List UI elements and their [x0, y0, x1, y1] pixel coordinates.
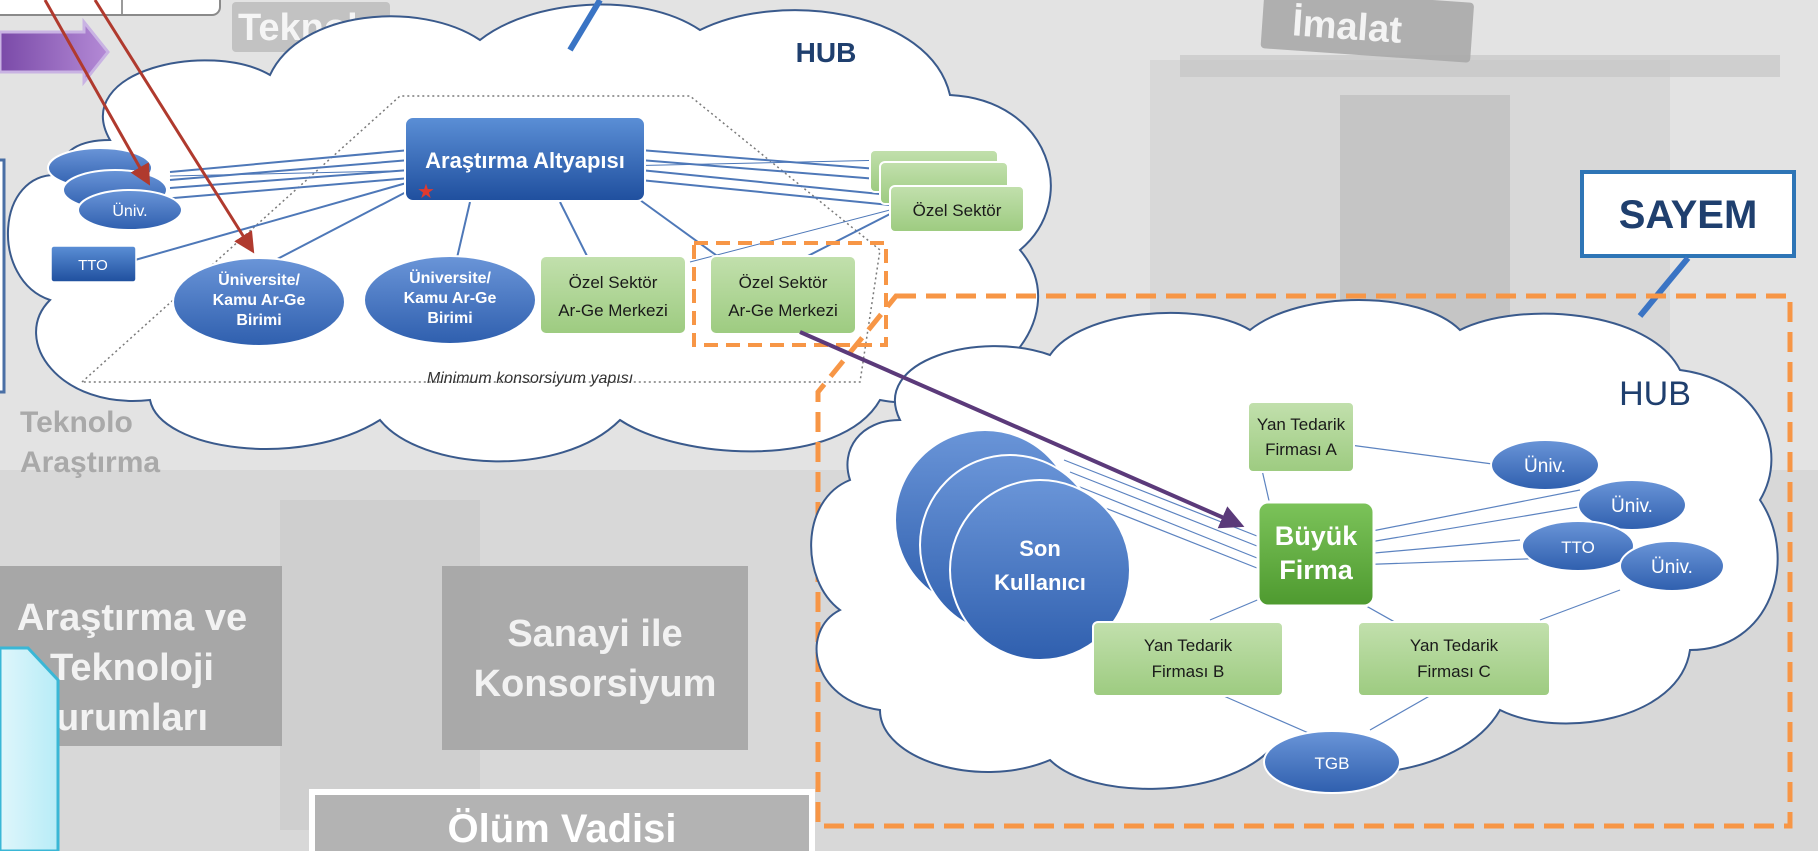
hub2-son-kullanici: Son Kullanıcı — [894, 429, 1131, 661]
hub1-ozel-rd-b-line2: Ar-Ge Merkezi — [728, 301, 838, 320]
red-arrow-univ — [43, 0, 151, 186]
hub2-univ-3 — [1619, 540, 1725, 592]
bg-olum-vadisi-box — [309, 789, 815, 851]
star-icon: ★ — [417, 181, 435, 203]
bg-arastirma-box-line3: urumları — [56, 697, 208, 739]
hub1-univ-unit-b-line2: Kamu Ar-Ge — [404, 290, 497, 307]
hub2-univ-3-label: Üniv. — [1651, 557, 1693, 578]
sayem-box — [1580, 170, 1796, 258]
left-partial-box — [0, 158, 6, 394]
hub2-yan-c-line2: Firması C — [1417, 662, 1491, 681]
hub1-tto-label: TTO — [78, 257, 108, 274]
hub2-son-line1: Son — [1019, 536, 1061, 561]
hub1-research-infra-label: Araştırma Altyapısı — [425, 148, 625, 173]
bg-olum-vadisi: Ölüm Vadisi — [448, 806, 677, 851]
hub2-buyuk-firma — [1256, 500, 1376, 608]
hub2-yan-b-line1: Yan Tedarik — [1144, 636, 1233, 655]
hub1-research-infra — [404, 116, 646, 202]
min-consortium-outline — [80, 95, 881, 383]
hub2-yan-b-line2: Firması B — [1152, 662, 1225, 681]
hub1-univ-label: Üniv. — [112, 202, 147, 220]
hub1-ozel-rd-b — [709, 255, 857, 335]
bg-arastirma-left: Araştırma — [20, 446, 160, 479]
bg-teknoloji-left: Teknolo — [20, 406, 133, 439]
bg-imalat: İmalat — [1291, 2, 1404, 52]
hub2-yan-c — [1357, 621, 1551, 697]
bg-arastirma-box-line2: Teknoloji — [50, 647, 214, 689]
hub2-yan-a-line1: Yan Tedarik — [1257, 415, 1346, 434]
hub1-ozel-rd-a-line1: Özel Sektör — [569, 273, 658, 292]
hub2-tto — [1521, 520, 1635, 572]
hub2-son-line2: Kullanıcı — [994, 570, 1086, 595]
hub1-ozel-rd-a — [539, 255, 687, 335]
hub1-univ-stack: Üniv. — [47, 147, 183, 231]
bg-sanayi-box — [442, 566, 748, 750]
hub2-yan-a — [1247, 401, 1355, 473]
hub1-ozel-rd-b-line1: Özel Sektör — [739, 273, 828, 292]
hub1-univ-unit-b — [363, 255, 537, 345]
hub1-univ-unit-a-line1: Üniversite/ — [218, 270, 300, 289]
left-cyan-shape — [0, 646, 60, 851]
hub2-yan-c-line1: Yan Tedarik — [1410, 636, 1499, 655]
sayem-dashed-region — [815, 293, 1793, 829]
hub2-buyuk-line1: Büyük — [1275, 521, 1359, 551]
hub2-univ-1-label: Üniv. — [1524, 456, 1566, 477]
hub2-buyuk-line2: Firma — [1279, 555, 1354, 585]
hub1-univ-unit-a-line3: Birimi — [236, 312, 281, 329]
highlight-dashed-box — [692, 241, 888, 347]
hub2-tgb — [1263, 730, 1401, 794]
hub2-tgb-label: TGB — [1315, 754, 1350, 773]
hub1-ozel-sektor-label: Özel Sektör — [913, 201, 1002, 220]
hub2-univ-1 — [1490, 439, 1600, 491]
bg-sanayi-line1: Sanayi ile — [507, 613, 682, 655]
hub1-title: HUB — [796, 37, 857, 68]
hub1-univ-unit-a-line2: Kamu Ar-Ge — [213, 292, 306, 309]
min-consortium-label: Minimum konsorsiyum yapısı — [427, 370, 633, 387]
hub1-univ-unit-b-line3: Birimi — [427, 310, 472, 327]
sayem-label: SAYEM — [1619, 193, 1758, 237]
hub2-title: HUB — [1619, 375, 1691, 413]
hub2-tto-label: TTO — [1561, 538, 1595, 557]
red-arrow-univ-unit — [93, 0, 255, 254]
top-left-box — [0, 0, 221, 16]
sayem-callout-line — [1637, 256, 1691, 318]
hub1-univ-unit-a — [172, 257, 346, 347]
hub1-tto-box — [50, 245, 137, 283]
bg-sanayi-line2: Konsorsiyum — [474, 663, 717, 705]
hub1-callout-line — [567, 0, 603, 52]
hub2-yan-a-line2: Firması A — [1265, 440, 1337, 459]
purple-arrow-to-buyuk-firma — [799, 330, 1245, 529]
purple-flow-arrow — [0, 17, 110, 87]
hub2-yan-b — [1092, 621, 1284, 697]
hub1-ozel-sektor-stack: Özel Sektör — [869, 149, 1025, 233]
hub1-univ-unit-b-line1: Üniversite/ — [409, 268, 491, 287]
hub2-univ-2 — [1577, 479, 1687, 531]
hub1-ozel-rd-a-line2: Ar-Ge Merkezi — [558, 301, 668, 320]
bg-arastirma-box-line1: Araştırma ve — [17, 597, 247, 639]
hub2-univ-2-label: Üniv. — [1611, 496, 1653, 517]
